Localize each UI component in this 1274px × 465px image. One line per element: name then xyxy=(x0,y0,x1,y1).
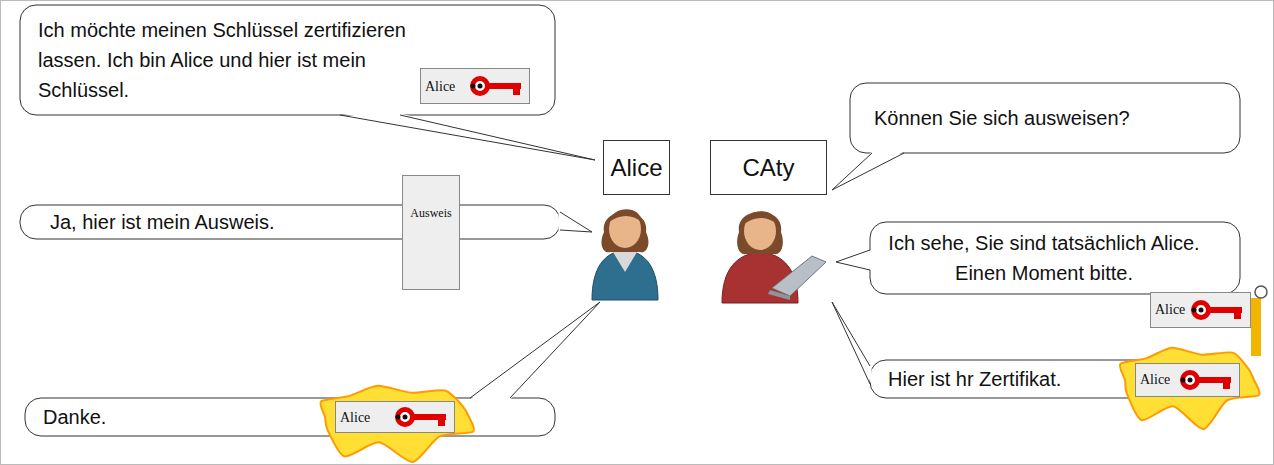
node-text: Alice xyxy=(1140,372,1170,388)
key-hole xyxy=(1192,308,1197,313)
node-text: Ich möchte meinen Schlüssel zertifiziere… xyxy=(38,15,428,105)
node-text: Ausweis xyxy=(403,206,459,221)
bubble-tail xyxy=(340,115,595,160)
name-box: CAty xyxy=(710,140,827,195)
key-icon xyxy=(1190,297,1246,323)
speech-bubble: Können Sie sich ausweisen? xyxy=(850,83,1240,153)
bubble-tail xyxy=(832,153,904,190)
key-label: Alice xyxy=(335,401,455,433)
node-text: Können Sie sich ausweisen? xyxy=(874,103,1216,133)
caty-fringe xyxy=(744,211,777,224)
bubble-body xyxy=(850,83,1240,153)
name-box: Alice xyxy=(603,140,670,195)
bubble-tail-fill xyxy=(832,302,872,384)
key-bit xyxy=(513,83,520,95)
laptop xyxy=(772,256,826,296)
node-text: CAty xyxy=(742,154,794,182)
speech-bubble-outline xyxy=(20,5,595,160)
node-text: Danke. xyxy=(43,402,537,432)
key-bit xyxy=(1234,307,1241,319)
key-hole xyxy=(403,415,408,420)
key-hole xyxy=(471,84,476,89)
speech-bubble: Ja, hier ist mein Ausweis. xyxy=(20,205,560,239)
speech-bubble: Danke.Alice xyxy=(25,398,555,436)
speech-bubble-outline xyxy=(25,302,600,436)
key-bit xyxy=(438,414,445,426)
node-text: Alice xyxy=(610,154,662,182)
key-icon xyxy=(469,73,525,99)
certificate-seal xyxy=(1120,348,1260,429)
caty-head xyxy=(744,212,776,250)
certificate-seal xyxy=(320,386,474,462)
bubble-body xyxy=(870,360,1240,398)
alice-collar xyxy=(613,252,637,272)
bubble-body xyxy=(20,205,560,239)
node-text: Alice xyxy=(425,76,455,97)
node-text: Alice xyxy=(1155,302,1185,318)
key-label: Alice xyxy=(1135,363,1240,397)
key-icon xyxy=(394,404,450,430)
bubble-tail-fill xyxy=(340,114,595,161)
key-hole xyxy=(478,84,483,89)
key-hole xyxy=(1188,378,1193,383)
bubble-body xyxy=(20,5,555,115)
key-hole xyxy=(1199,308,1204,313)
laptop-base xyxy=(768,290,790,300)
alice-fringe xyxy=(609,209,642,222)
bubble-tail xyxy=(832,302,870,384)
key-hole xyxy=(396,415,401,420)
speech-bubble-outline xyxy=(832,83,1240,190)
speech-bubble-outline xyxy=(20,205,592,239)
caty-figure xyxy=(722,211,826,303)
key-bit xyxy=(1223,377,1230,389)
bubble-tail-fill xyxy=(470,302,600,400)
alice-figure xyxy=(592,209,658,300)
bubble-tail-fill xyxy=(836,250,872,270)
node-text: Ich sehe, Sie sind tatsächlich Alice. Ei… xyxy=(884,228,1204,288)
key-label: Alice xyxy=(1150,292,1251,328)
bubble-tail xyxy=(470,302,600,398)
ca-key-shaft xyxy=(1251,298,1261,356)
ca-key-ring xyxy=(1255,286,1267,298)
bubble-body xyxy=(25,398,555,436)
speech-bubble: Ich möchte meinen Schlüssel zertifiziere… xyxy=(20,5,555,115)
speech-bubble-outline xyxy=(836,222,1240,294)
id-card: Ausweis xyxy=(402,175,460,290)
bubble-tail-fill xyxy=(559,212,593,232)
alice-body xyxy=(592,250,658,300)
bubble-body xyxy=(870,222,1240,294)
bubble-tail xyxy=(560,212,592,232)
node-text: Alice xyxy=(340,407,370,428)
alice-head xyxy=(609,210,641,248)
bubble-tail xyxy=(836,250,870,270)
key-icon xyxy=(1179,367,1235,393)
key-hole xyxy=(1181,378,1186,383)
bubble-tail-fill xyxy=(832,152,904,191)
speech-bubble: Ich sehe, Sie sind tatsächlich Alice. Ei… xyxy=(870,222,1240,294)
key-label: Alice xyxy=(420,68,530,104)
caty-hair xyxy=(737,212,783,255)
